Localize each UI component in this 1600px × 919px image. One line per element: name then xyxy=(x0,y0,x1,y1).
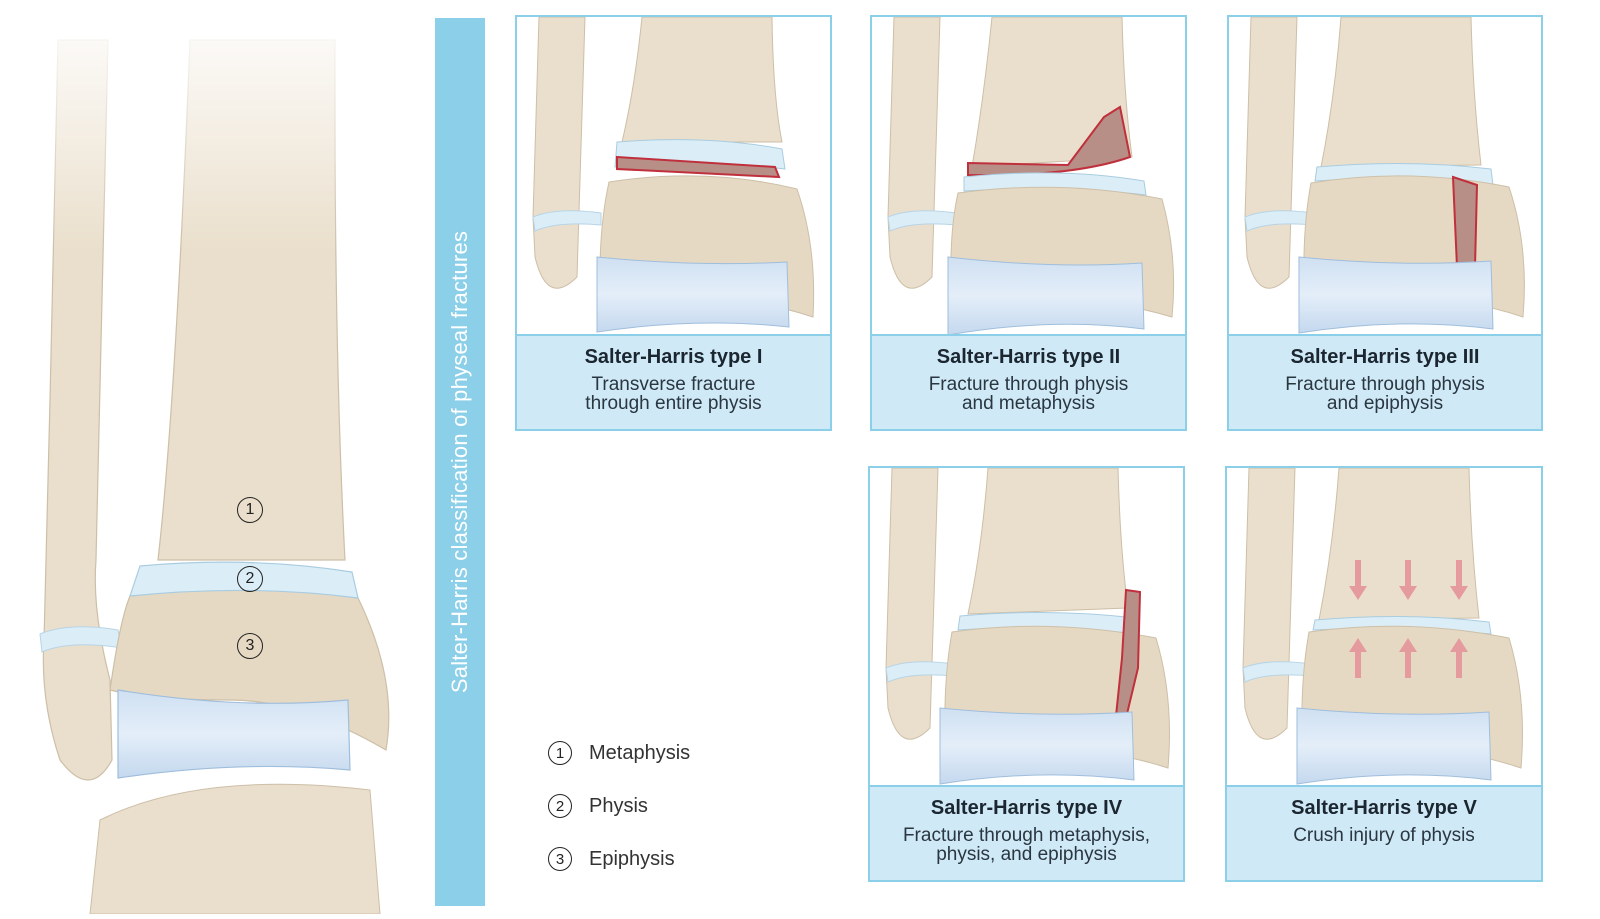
type-v-caption: Salter-Harris type V Crush injury of phy… xyxy=(1227,785,1541,880)
type-iv-illustration xyxy=(885,468,1170,785)
vertical-title-banner: Salter-Harris classification of physeal … xyxy=(435,18,485,906)
legend-number: 1 xyxy=(548,741,572,765)
marker-epiphysis: 3 xyxy=(237,633,263,659)
marker-metaphysis: 1 xyxy=(237,497,263,523)
type-ii-title: Salter-Harris type II xyxy=(936,346,1121,368)
main-ankle-illustration: 1 2 3 xyxy=(0,0,420,915)
legend-number: 3 xyxy=(548,847,572,871)
type-ii-line2: and metaphysis xyxy=(961,393,1096,414)
marker-physis: 2 xyxy=(237,566,263,592)
type-ii-illustration xyxy=(887,17,1175,336)
compression-arrows xyxy=(1349,560,1468,678)
type-iv-title: Salter-Harris type IV xyxy=(930,797,1123,819)
type-iii-title: Salter-Harris type III xyxy=(1290,346,1480,368)
type-iv-line1: Fracture through metaphysis, xyxy=(902,825,1151,846)
legend-item-epiphysis: 3 Epiphysis xyxy=(548,846,690,872)
type-iv-line2: physis, and epiphysis xyxy=(936,844,1117,865)
legend-number: 2 xyxy=(548,794,572,818)
diagram-title: Salter-Harris classification of physeal … xyxy=(447,230,472,694)
type-i-caption: Salter-Harris type I Transverse fracture… xyxy=(517,334,830,429)
type-i-title: Salter-Harris type I xyxy=(584,346,763,368)
type-i-line1: Transverse fracture xyxy=(591,374,756,395)
panel-type-iii: Salter-Harris type III Fracture through … xyxy=(1227,15,1543,431)
legend-label: Epiphysis xyxy=(589,847,675,870)
type-iii-line1: Fracture through physis xyxy=(1285,374,1485,395)
type-i-illustration xyxy=(532,17,815,333)
type-iii-caption: Salter-Harris type III Fracture through … xyxy=(1229,334,1541,429)
legend-item-metaphysis: 1 Metaphysis xyxy=(548,740,690,766)
panel-type-iv: Salter-Harris type IV Fracture through m… xyxy=(868,466,1185,882)
legend-item-physis: 2 Physis xyxy=(548,793,690,819)
type-iii-illustration xyxy=(1244,17,1525,334)
type-iii-line2: and epiphysis xyxy=(1326,393,1444,414)
type-v-line1: Crush injury of physis xyxy=(1293,825,1475,846)
type-ii-line1: Fracture through physis xyxy=(928,374,1129,395)
type-iv-caption: Salter-Harris type IV Fracture through m… xyxy=(870,785,1183,880)
legend-label: Metaphysis xyxy=(589,741,691,764)
type-v-title: Salter-Harris type V xyxy=(1291,797,1477,819)
type-ii-caption: Salter-Harris type II Fracture through p… xyxy=(872,334,1185,429)
panel-type-v: Salter-Harris type V Crush injury of phy… xyxy=(1225,466,1543,882)
type-v-illustration xyxy=(1242,468,1523,785)
panel-type-i: Salter-Harris type I Transverse fracture… xyxy=(515,15,832,431)
talus xyxy=(117,689,351,779)
legend-label: Physis xyxy=(589,794,648,817)
legend: 1 Metaphysis 2 Physis 3 Epiphysis xyxy=(548,740,690,899)
type-i-line2: through entire physis xyxy=(585,393,762,414)
panel-type-ii: Salter-Harris type II Fracture through p… xyxy=(870,15,1187,431)
